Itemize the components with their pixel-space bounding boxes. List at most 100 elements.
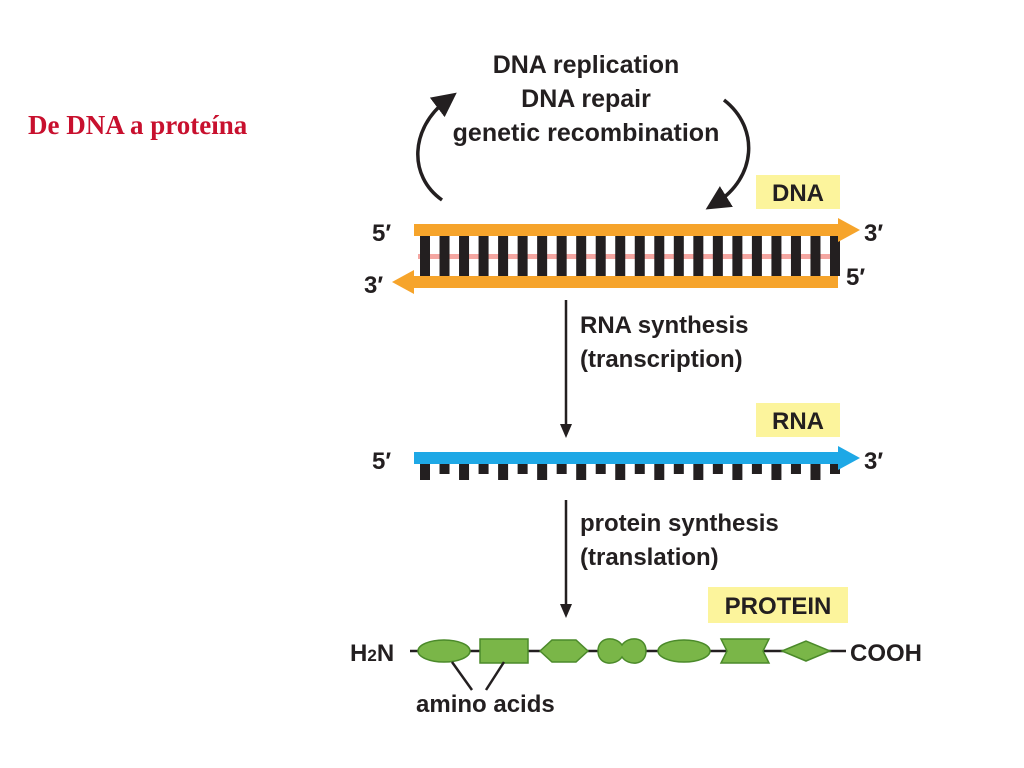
- dna-base-pair: [634, 236, 645, 276]
- dna-base-pair: [712, 236, 723, 276]
- translation-arrow-head: [560, 604, 572, 618]
- dna-top-strand: [414, 224, 842, 236]
- dna-top-5-end: 5′: [372, 220, 391, 247]
- transcription-label-2: (transcription): [580, 346, 743, 373]
- dna-base-pair: [615, 236, 626, 276]
- rna-3-end: 3′: [864, 448, 883, 475]
- cycle-label-recombination: genetic recombination: [453, 119, 720, 147]
- rna-base: [498, 464, 509, 480]
- amino-acid-residues: [417, 638, 832, 664]
- amino-acid-rectangle: [479, 638, 529, 664]
- dna-base-pair: [420, 236, 430, 276]
- amino-acid-peanut: [597, 638, 647, 664]
- dna-base-pair: [537, 236, 548, 276]
- rna-base: [420, 464, 430, 480]
- dna-tag-label: DNA: [772, 180, 824, 207]
- amino-acid-hexagon: [538, 639, 590, 663]
- rna-base: [654, 464, 665, 480]
- rna-base: [517, 464, 528, 474]
- cycle-label-repair: DNA repair: [521, 85, 651, 113]
- dna-base-pair: [498, 236, 509, 276]
- dna-base-pair: [517, 236, 528, 276]
- protein-tag-box: [708, 587, 848, 623]
- down-arrow-icon: [560, 500, 572, 618]
- cycle-label-replication: DNA replication: [493, 51, 680, 79]
- rna-tag: RNA: [756, 403, 840, 437]
- rna-base: [830, 464, 840, 474]
- dna-bottom-arrowhead: [392, 270, 414, 294]
- dna-top-3-end: 3′: [864, 220, 883, 247]
- dna-base-pair: [830, 236, 840, 276]
- rna-base: [439, 464, 450, 474]
- rna-tag-box: [756, 403, 840, 437]
- rna-base: [732, 464, 743, 480]
- rna-5-end: 5′: [372, 448, 391, 475]
- dna-base-pair: [595, 236, 606, 276]
- polypeptide-chain: H2N COOH amino acids: [350, 638, 922, 718]
- rna-base: [751, 464, 762, 474]
- left-curved-arrow: [416, 92, 457, 202]
- rna-base: [693, 464, 704, 480]
- dna-base-pair: [478, 236, 489, 276]
- rna-base: [537, 464, 548, 480]
- amino-acid-pointer-left: [450, 661, 474, 691]
- rna-base: [459, 464, 470, 480]
- rna-base: [595, 464, 606, 474]
- rna-tag-label: RNA: [772, 408, 824, 435]
- dna-base-pair: [771, 236, 782, 276]
- amino-acid-ellipse: [657, 639, 711, 663]
- amino-acid-ellipse: [417, 639, 471, 663]
- rna-base: [634, 464, 645, 474]
- dna-base-pair: [459, 236, 470, 276]
- dna-base-pair: [732, 236, 743, 276]
- amino-acids-label: amino acids: [416, 691, 555, 718]
- rna-base: [576, 464, 587, 480]
- down-arrow-icon: [560, 300, 572, 438]
- dna-base-pair: [751, 236, 762, 276]
- amino-acid-pointer-right: [484, 661, 506, 691]
- rna-base: [810, 464, 821, 480]
- amino-acid-bowtie: [719, 638, 771, 664]
- dna-tag-box: [756, 175, 840, 209]
- dna-base-pair: [693, 236, 704, 276]
- right-curved-arrow: [705, 98, 751, 210]
- dna-base-pair: [790, 236, 801, 276]
- dna-base-pair: [654, 236, 665, 276]
- dna-base-pairs: [418, 236, 840, 276]
- dna-base-pair: [810, 236, 821, 276]
- rna-base: [712, 464, 723, 474]
- dna-base-pair: [556, 236, 567, 276]
- slide-title: De DNA a proteína: [28, 110, 248, 140]
- protein-tag-label: PROTEIN: [725, 593, 832, 620]
- translation-label-1: protein synthesis: [580, 510, 779, 537]
- transcription-arrow-head: [560, 424, 572, 438]
- dna-base-pair: [576, 236, 587, 276]
- rna-arrowhead: [838, 446, 860, 470]
- rna-base: [478, 464, 489, 474]
- dna-hydrogen-bonds: [418, 254, 834, 259]
- curved-arrows-icon: [416, 92, 751, 210]
- rna-base: [615, 464, 626, 480]
- cycle-labels: DNA replication DNA repair genetic recom…: [453, 51, 720, 147]
- dna-duplex: 5′ 3′ 3′ 5′: [364, 218, 883, 299]
- rna-base: [673, 464, 684, 474]
- rna-base: [790, 464, 801, 474]
- dna-top-arrowhead: [838, 218, 860, 242]
- dna-tag: DNA: [756, 175, 840, 209]
- rna-strand: [414, 452, 842, 464]
- dna-bottom-strand: [410, 276, 838, 288]
- n-terminus: H2N: [350, 640, 394, 667]
- rna-strand-group: 5′ 3′: [372, 446, 883, 480]
- transcription-label-1: RNA synthesis: [580, 312, 749, 339]
- dna-bottom-3-end: 3′: [364, 272, 383, 299]
- rna-bases: [420, 464, 840, 480]
- translation-label-2: (translation): [580, 544, 719, 571]
- dna-base-pair: [439, 236, 450, 276]
- rna-base: [771, 464, 782, 480]
- dna-base-pair: [673, 236, 684, 276]
- dna-bottom-5-end: 5′: [846, 264, 865, 291]
- rna-base: [556, 464, 567, 474]
- amino-acid-diamond: [780, 640, 832, 662]
- c-terminus: COOH: [850, 640, 922, 667]
